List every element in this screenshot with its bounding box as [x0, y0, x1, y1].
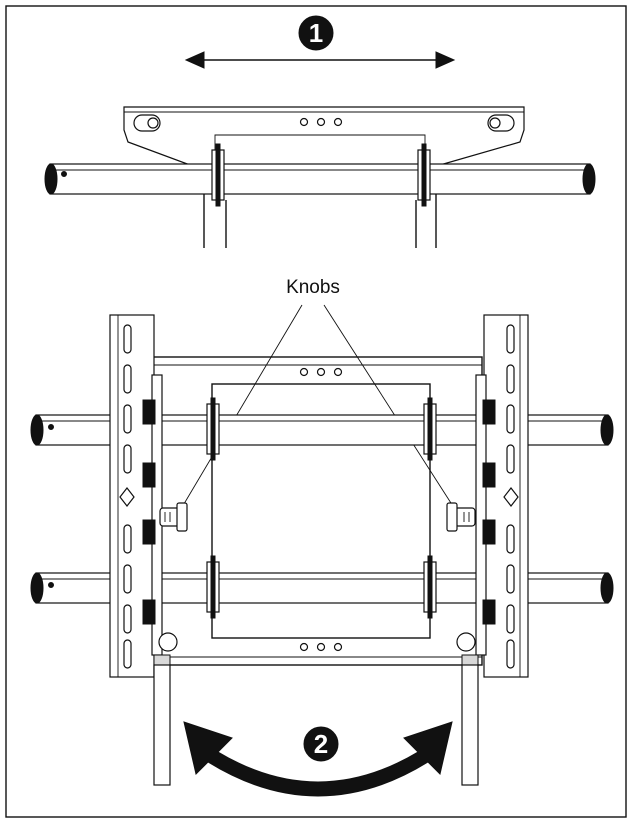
- front-view-mount: [30, 314, 614, 786]
- step-2-badge: 2: [303, 726, 339, 762]
- lower-left-end-cap: [30, 572, 44, 604]
- knobs-label: Knobs: [286, 277, 340, 298]
- lower-right-end-cap: [600, 572, 614, 604]
- horizontal-arrow-icon: [184, 51, 456, 69]
- top-crossbar: [49, 163, 591, 195]
- left-knob: [159, 502, 188, 532]
- step-1-circle: [298, 15, 334, 51]
- upper-right-end-cap: [600, 414, 614, 446]
- step-1-badge: 1: [298, 15, 334, 51]
- inner-plate: [211, 383, 431, 639]
- knobs-leader-lines: [177, 304, 459, 515]
- right-vertical-arm: [456, 314, 529, 786]
- step-2-number: 2: [314, 729, 328, 759]
- right-slot: [487, 114, 515, 132]
- step-1-number: 1: [309, 18, 323, 48]
- curved-arrow-icon: [183, 721, 453, 797]
- outer-frame: [5, 5, 627, 818]
- step-2-circle: [303, 726, 339, 762]
- top-wall-plate: [123, 106, 525, 166]
- left-vertical-arm: [109, 314, 178, 786]
- left-end-cap: [44, 163, 58, 195]
- left-slot: [133, 114, 161, 132]
- top-view-mount: [44, 106, 596, 248]
- right-knob: [446, 502, 476, 532]
- upper-left-end-cap: [30, 414, 44, 446]
- right-end-cap: [582, 163, 596, 195]
- left-leg: [153, 664, 171, 786]
- right-leg: [461, 664, 479, 786]
